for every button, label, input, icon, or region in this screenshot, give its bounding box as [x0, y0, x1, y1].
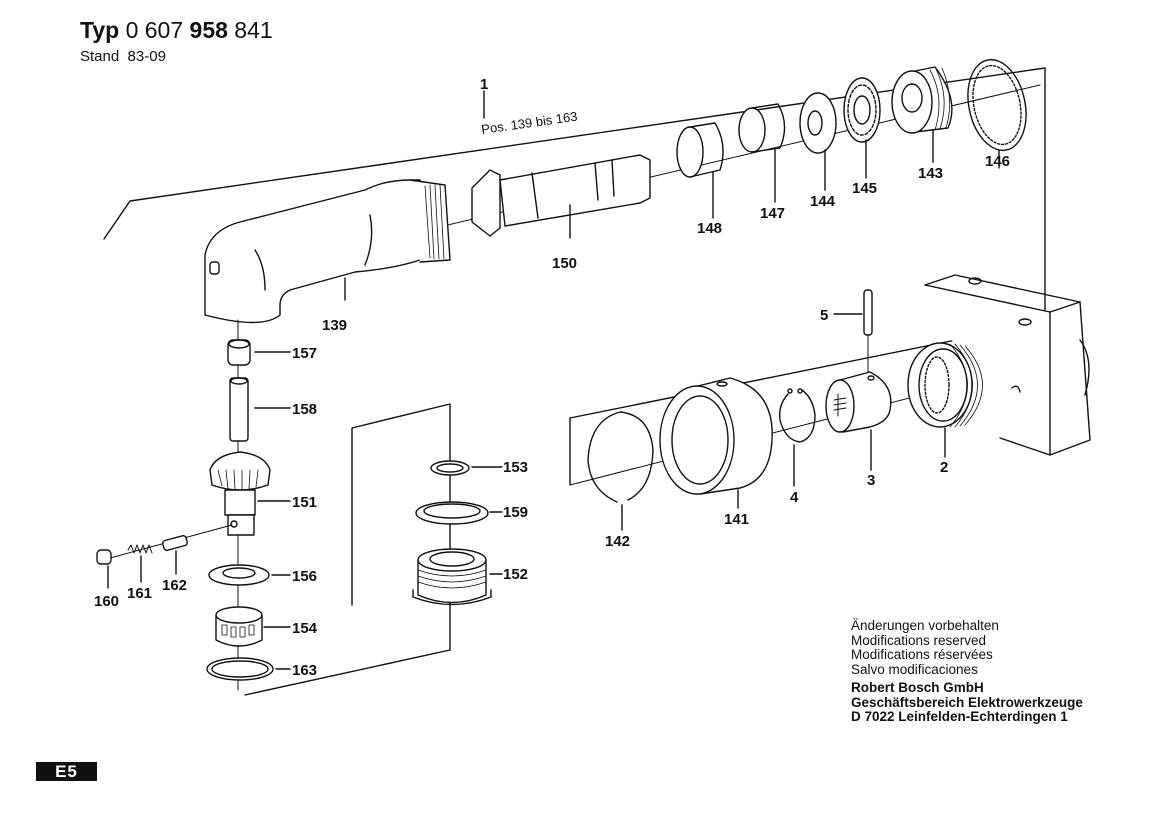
page-code-badge: E5: [36, 762, 97, 781]
part-144-washer: [799, 92, 837, 191]
company-division: Geschäftsbereich Elektrowerkzeuge: [851, 694, 1083, 710]
label-162: 162: [162, 577, 187, 594]
part-4-snap-ring: [778, 388, 816, 487]
part-153-washer: [430, 460, 503, 476]
label-158: 158: [292, 401, 317, 418]
type-number: Typ 0 607 958 841: [80, 16, 273, 44]
part-160-cap: [96, 549, 112, 589]
label-2: 2: [940, 459, 948, 476]
note-line: Änderungen vorbehalten: [851, 618, 999, 633]
label-147: 147: [760, 205, 785, 222]
part-145-thrust-bearing: [843, 77, 881, 179]
type-prefix: 0 607: [125, 17, 184, 43]
label-5: 5: [820, 307, 828, 324]
label-153: 153: [503, 459, 528, 476]
label-152: 152: [503, 566, 528, 583]
label-148: 148: [697, 220, 722, 237]
label-141: 141: [724, 511, 749, 528]
label-159: 159: [503, 504, 528, 521]
label-151: 151: [292, 494, 317, 511]
footer-notes: Änderungen vorbehalten Modifications res…: [851, 618, 1083, 725]
part-141-threaded-nut: [659, 377, 773, 509]
label-156: 156: [292, 568, 317, 585]
label-139: 139: [322, 317, 347, 334]
note-line: Modifications réservées: [851, 647, 993, 662]
label-142: 142: [605, 533, 630, 550]
part-157-sleeve: [227, 339, 291, 366]
stand-label: Stand: [80, 48, 120, 65]
label-146: 146: [985, 153, 1010, 170]
document-header: Typ 0 607 958 841 Stand 83-09: [80, 16, 273, 65]
part-161-spring: [127, 544, 153, 583]
part-158-pin: [229, 377, 291, 442]
label-160: 160: [94, 593, 119, 610]
type-suffix: 841: [234, 17, 273, 43]
part-139-angle-head-housing: [204, 179, 451, 324]
part-146-gasket: [967, 58, 1027, 169]
assembly-frame: [103, 67, 1046, 419]
label-3: 3: [867, 472, 875, 489]
company-address: D 7022 Leinfelden-Echterdingen 1: [851, 709, 1068, 724]
assembly-range: Pos. 139 bis 163: [480, 109, 578, 137]
label-154: 154: [292, 620, 318, 637]
label-161: 161: [127, 585, 152, 602]
company-name: Robert Bosch GmbH: [851, 680, 984, 695]
part-152-threaded-cap: [412, 548, 503, 606]
note-line: Salvo modificaciones: [851, 661, 978, 677]
type-label: Typ: [80, 17, 120, 43]
part-147-needle-bearing: [738, 103, 786, 203]
part-154-roller-cage: [215, 606, 291, 647]
part-159-washer: [415, 501, 503, 525]
stand-value: 83-09: [127, 48, 166, 65]
part-151-bevel-gear: [209, 451, 291, 536]
part-5-pin: [833, 289, 873, 373]
part-142-retaining-ring: [587, 411, 654, 531]
part-150-drive-shaft: [471, 154, 651, 239]
label-4: 4: [790, 489, 799, 506]
part-3-coupling-sleeve: [825, 371, 892, 471]
label-150: 150: [552, 255, 577, 272]
sub-frame: [244, 403, 451, 696]
assembly-number: 1: [480, 76, 488, 93]
stand-date: Stand 83-09: [80, 48, 273, 65]
label-157: 157: [292, 345, 317, 362]
part-163-ring: [206, 657, 291, 681]
part-2-gear-housing: [907, 274, 1091, 458]
part-156-bearing-ring: [208, 564, 291, 586]
part-148-needle-sleeve: [676, 122, 724, 219]
part-162-detent-bolt: [162, 535, 188, 575]
label-143: 143: [918, 165, 943, 182]
label-145: 145: [852, 180, 877, 197]
label-144: 144: [810, 193, 836, 210]
label-163: 163: [292, 662, 317, 679]
type-main: 958: [189, 17, 228, 43]
part-143-threaded-bushing: [891, 66, 953, 163]
note-line: Modifications reserved: [851, 632, 987, 648]
